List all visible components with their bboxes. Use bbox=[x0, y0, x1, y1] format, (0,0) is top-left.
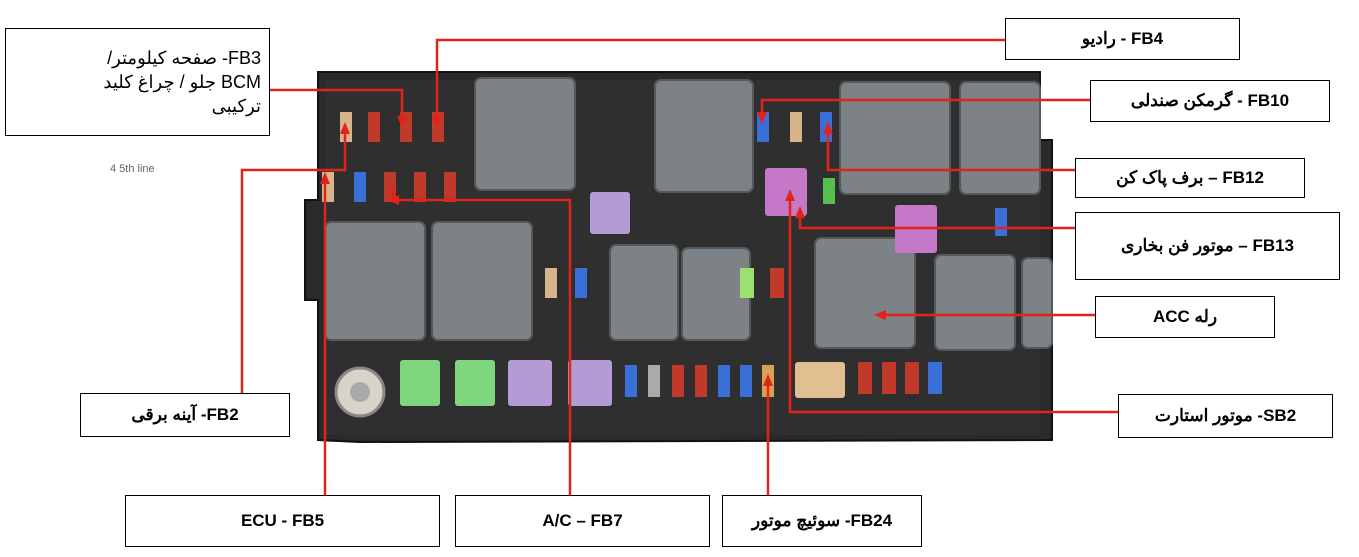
relay-right-2 bbox=[1022, 258, 1052, 348]
relay-mid-2 bbox=[682, 248, 750, 340]
label-fb3-line1: FB3- صفحه کیلومتر/ bbox=[107, 46, 261, 70]
label-fb10: FB10 - گرمکن صندلی bbox=[1090, 80, 1330, 122]
label-fb13: FB13 – موتور فن بخاری bbox=[1075, 212, 1340, 280]
label-fb5: ECU - FB5 bbox=[125, 495, 440, 547]
label-acc-relay: رله ACC bbox=[1095, 296, 1275, 338]
label-fb4: FB4 - راديو bbox=[1005, 18, 1240, 60]
label-fb12: FB12 – برف پاک کن bbox=[1075, 158, 1305, 198]
relay-right-1 bbox=[935, 255, 1015, 350]
label-fb7: A/C – FB7 bbox=[455, 495, 710, 547]
relay-mid-1 bbox=[610, 245, 678, 340]
relay-left-2 bbox=[432, 222, 532, 340]
box-caption: 4 5th line bbox=[110, 163, 155, 175]
relay-left-1 bbox=[325, 222, 425, 340]
label-sb2: SB2- موتور استارت bbox=[1118, 394, 1333, 438]
relay-acc bbox=[815, 238, 915, 348]
label-fb3: FB3- صفحه کیلومتر/ BCM جلو / چراغ کلید ت… bbox=[5, 28, 270, 136]
label-fb3-line2: BCM جلو / چراغ کلید bbox=[103, 70, 261, 94]
label-fb3-line3: ترکیبی bbox=[212, 94, 261, 118]
label-fb2: FB2- آینه برقی bbox=[80, 393, 290, 437]
label-fb24: FB24- سوئیچ موتور bbox=[722, 495, 922, 547]
relay-top-2 bbox=[655, 80, 753, 192]
relay-top-1 bbox=[475, 78, 575, 190]
